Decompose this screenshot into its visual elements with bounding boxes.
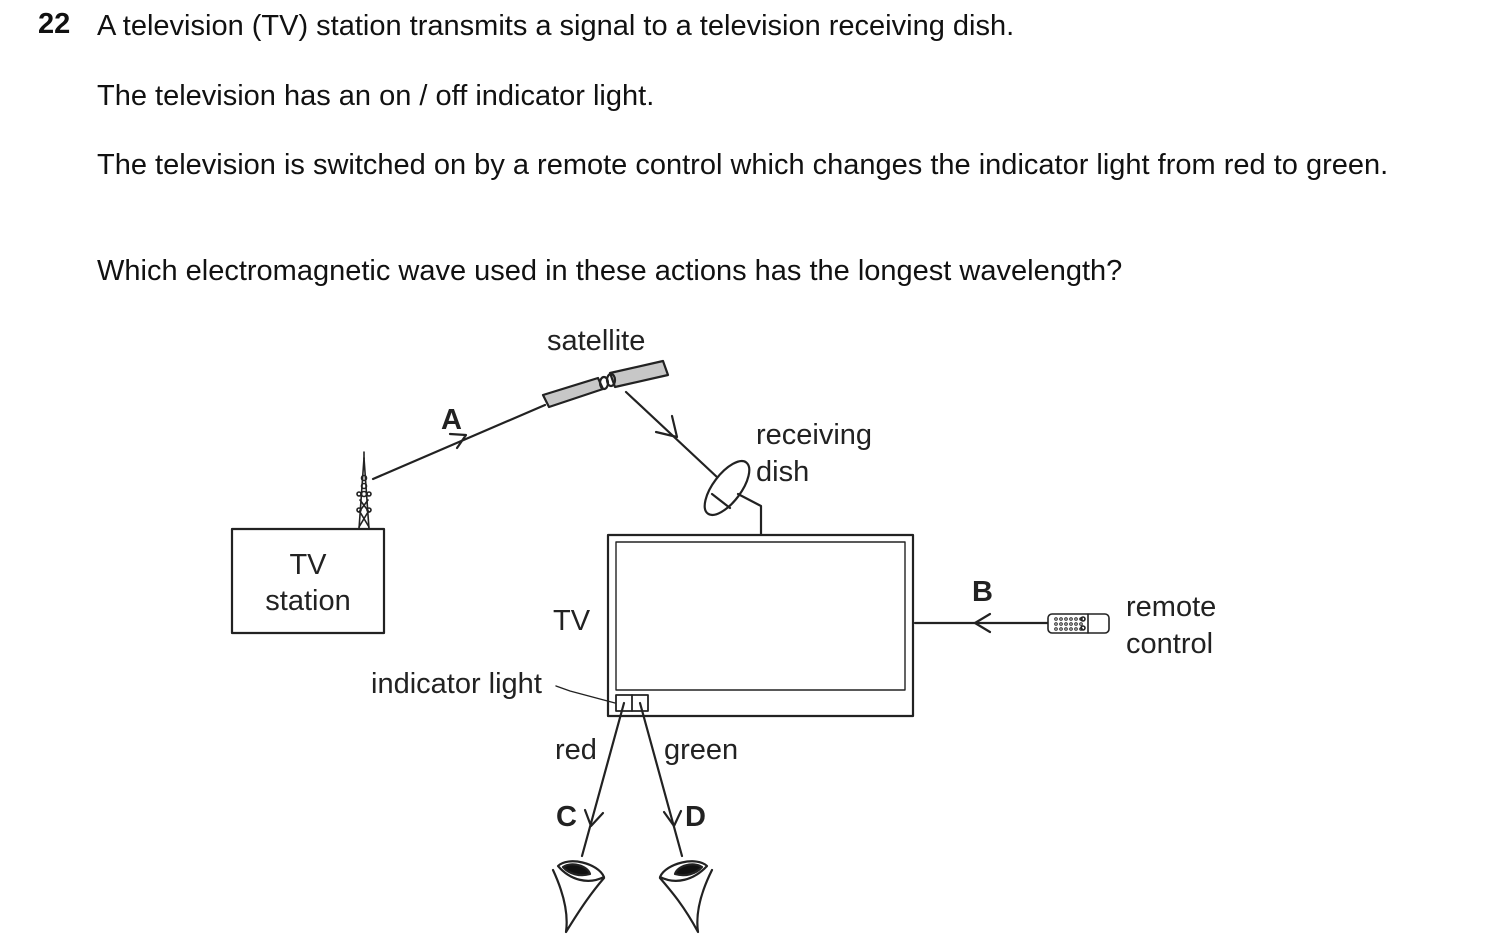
label-satellite: satellite — [547, 325, 645, 357]
remote-control-icon — [1047, 613, 1110, 634]
label-receiving: receiving — [756, 419, 872, 451]
question-line-1: A television (TV) station transmits a si… — [97, 10, 1015, 42]
arrowhead-b — [973, 612, 992, 634]
label-red: red — [555, 734, 597, 766]
label-control: control — [1126, 628, 1213, 660]
arrowhead-d — [662, 809, 683, 828]
label-tv: TV — [553, 605, 591, 637]
light-ray-c — [580, 701, 626, 858]
indicator-leader-line — [555, 685, 616, 704]
label-a: A — [441, 404, 462, 436]
label-indicator-light: indicator light — [371, 668, 542, 700]
arrowhead-dish — [654, 414, 679, 439]
eye-c-icon — [551, 860, 606, 934]
label-green: green — [664, 734, 738, 766]
question-line-3: The television is switched on by a remot… — [97, 149, 1389, 181]
satellite-icon — [541, 359, 670, 409]
label-remote: remote — [1126, 591, 1216, 623]
tv-set — [606, 533, 915, 718]
light-ray-d — [638, 701, 684, 858]
question-line-4: Which electromagnetic wave used in these… — [97, 255, 1123, 287]
tv-station-box — [230, 527, 386, 635]
label-dish: dish — [756, 456, 809, 488]
arrowhead-a — [448, 432, 468, 450]
signal-ray-a — [371, 403, 547, 481]
label-d: D — [685, 801, 706, 833]
label-tv-station-2: station — [265, 585, 350, 617]
question-line-2: The television has an on / off indicator… — [97, 80, 655, 112]
eye-d-icon — [658, 860, 714, 934]
transmitter-mast-icon — [356, 451, 372, 530]
label-b: B — [972, 576, 993, 608]
label-tv-station-1: TV — [289, 549, 327, 581]
arrowhead-c — [583, 808, 605, 828]
label-c: C — [556, 801, 577, 833]
question-number: 22 — [38, 8, 71, 40]
receiving-dish-icon — [703, 459, 763, 537]
